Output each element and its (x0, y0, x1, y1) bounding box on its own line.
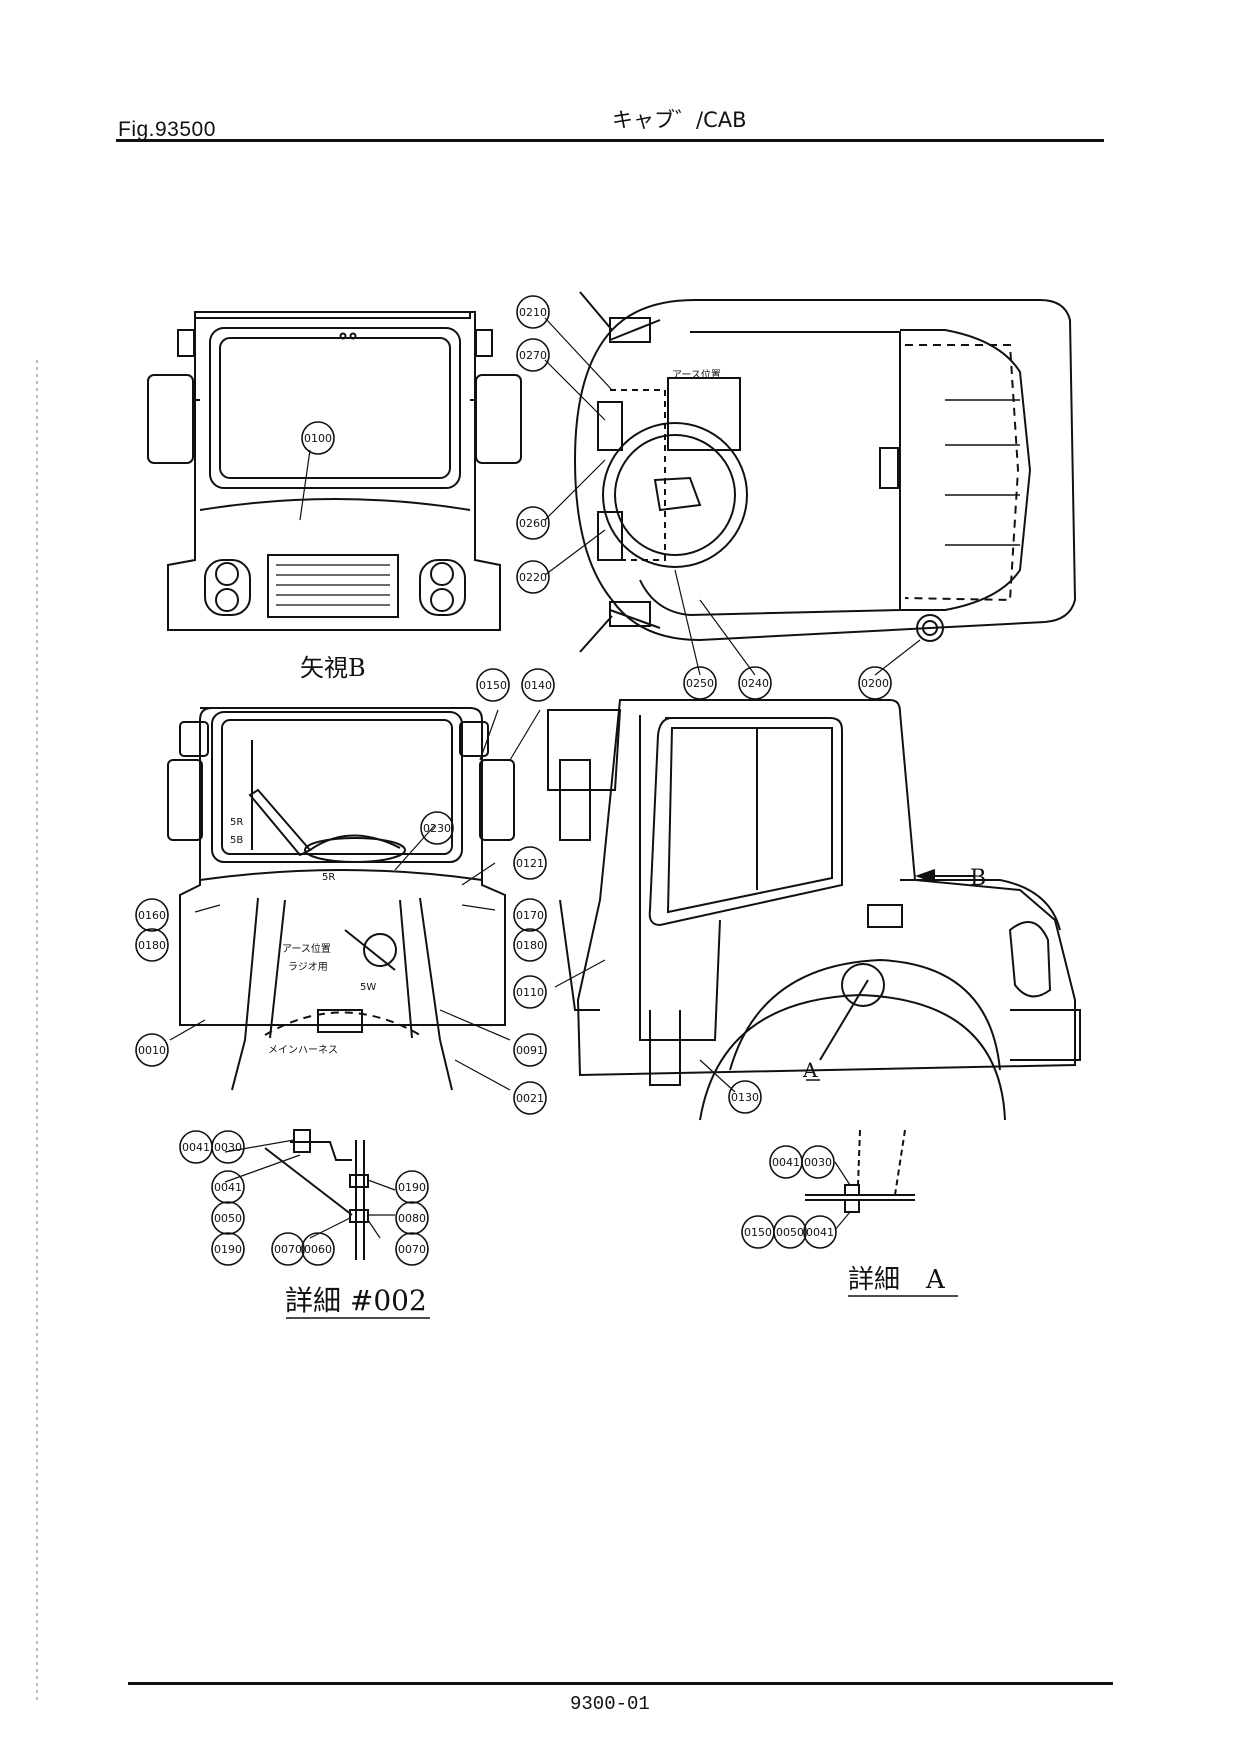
callout: 0230 (423, 822, 451, 835)
callout: 0240 (741, 677, 769, 690)
callout: 0180 (516, 939, 544, 952)
callout: 0050 (776, 1226, 804, 1239)
callout: 0140 (524, 679, 552, 692)
callout: 0210 (519, 306, 547, 319)
section-a-label: A (802, 1058, 818, 1082)
front-view-b (147, 311, 522, 631)
wire-5r-b-label: 5R (322, 872, 335, 883)
figure-number: Fig.93500 (118, 118, 216, 141)
footer-rule (128, 1682, 1113, 1685)
wire-5r-label: 5R (230, 817, 243, 828)
callout: 0250 (686, 677, 714, 690)
earth-position-label-2: アース位置 (282, 942, 331, 955)
callout: 0150 (479, 679, 507, 692)
view-b-caption: 矢視B (300, 654, 366, 682)
callout-circles (135, 295, 892, 1266)
callout: 0041 (182, 1141, 210, 1154)
callout: 0220 (519, 571, 547, 584)
callout: 0060 (304, 1243, 332, 1256)
callout-numbers: 0100 0210 0270 0260 0220 0250 0240 0200 … (138, 306, 889, 1256)
callout: 0080 (398, 1212, 426, 1225)
callout: 0100 (304, 432, 332, 445)
callout: 0190 (214, 1243, 242, 1256)
callout: 0070 (274, 1243, 302, 1256)
callout: 0030 (214, 1141, 242, 1154)
callout: 0010 (138, 1044, 166, 1057)
side-view (547, 699, 1081, 1121)
arrow-b-label: B (970, 866, 986, 891)
wire-annotations: アース位置 アース位置 ラジオ用 メインハーネス 5R 5B 5R 5W (230, 368, 721, 1056)
callout: 0091 (516, 1044, 544, 1057)
callout: 0260 (519, 517, 547, 530)
callout: 0070 (398, 1243, 426, 1256)
page-number: 9300-01 (570, 1693, 650, 1715)
callout: 0180 (138, 939, 166, 952)
leader-lines (169, 317, 921, 1239)
main-harness-label: メインハーネス (268, 1044, 338, 1056)
callout: 0041 (214, 1181, 242, 1194)
detail-a-caption: 詳細 A (848, 1265, 946, 1295)
wire-5b-label: 5B (230, 835, 243, 846)
callout: 0021 (516, 1092, 544, 1105)
callout: 0050 (214, 1212, 242, 1225)
wire-5w-label: 5W (360, 982, 376, 993)
callout: 0150 (744, 1226, 772, 1239)
callout: 0130 (731, 1091, 759, 1104)
scan-edge-mark (36, 360, 38, 1700)
detail-a-drawing (805, 1129, 915, 1213)
detail-002-caption: 詳細 #002 (285, 1284, 427, 1317)
radio-label: ラジオ用 (288, 961, 328, 973)
page-title: キャブ゛/CAB (612, 108, 747, 132)
callout: 0110 (516, 986, 544, 999)
top-view (573, 291, 1077, 653)
earth-position-label: アース位置 (672, 368, 721, 381)
callout: 0200 (861, 677, 889, 690)
callout: 0030 (804, 1156, 832, 1169)
callout: 0170 (516, 909, 544, 922)
rear-view (167, 707, 515, 1091)
detail-002-drawing (264, 1129, 369, 1260)
callout: 0121 (516, 857, 544, 870)
callout: 0190 (398, 1181, 426, 1194)
callout: 0041 (806, 1226, 834, 1239)
callout: 0041 (772, 1156, 800, 1169)
callout: 0270 (519, 349, 547, 362)
callout: 0160 (138, 909, 166, 922)
view-captions: 矢視B 詳細 #002 詳細 A B A (285, 654, 986, 1317)
header-rule (116, 139, 1104, 142)
